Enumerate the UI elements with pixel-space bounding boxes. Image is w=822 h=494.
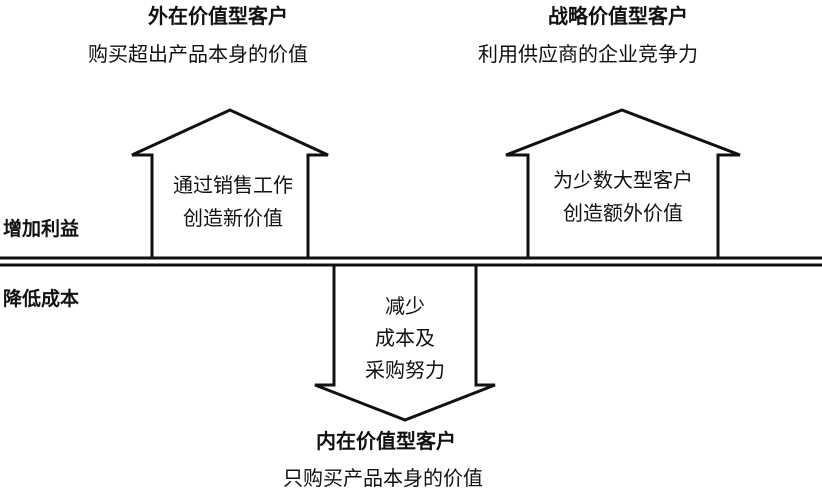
- top-right-subtitle: 利用供应商的企业竞争力: [478, 42, 698, 66]
- bottom-box-line2: 成本及: [375, 326, 435, 350]
- top-right-box-line1: 为少数大型客户: [553, 168, 693, 192]
- top-right-box-line2: 创造额外价值: [563, 201, 683, 225]
- top-left-subtitle: 购买超出产品本身的价值: [88, 42, 308, 66]
- top-left-box-line2: 创造新价值: [183, 206, 283, 230]
- top-left-title: 外在价值型客户: [148, 4, 288, 28]
- bottom-subtitle: 只购买产品本身的价值: [283, 466, 483, 490]
- reduce-cost-label: 降低成本: [3, 288, 80, 310]
- bottom-box-line1: 减少: [385, 294, 425, 318]
- top-left-box-line1: 通过销售工作: [173, 173, 293, 197]
- up-arrow-left: [131, 108, 329, 258]
- top-right-title: 战略价值型客户: [548, 4, 688, 28]
- increase-benefit-label: 增加利益: [3, 218, 80, 240]
- bottom-title: 内在价值型客户: [316, 429, 456, 453]
- down-arrow-bottom: [314, 265, 496, 422]
- bottom-box-line3: 采购努力: [365, 358, 445, 382]
- up-arrow-right: [505, 108, 741, 258]
